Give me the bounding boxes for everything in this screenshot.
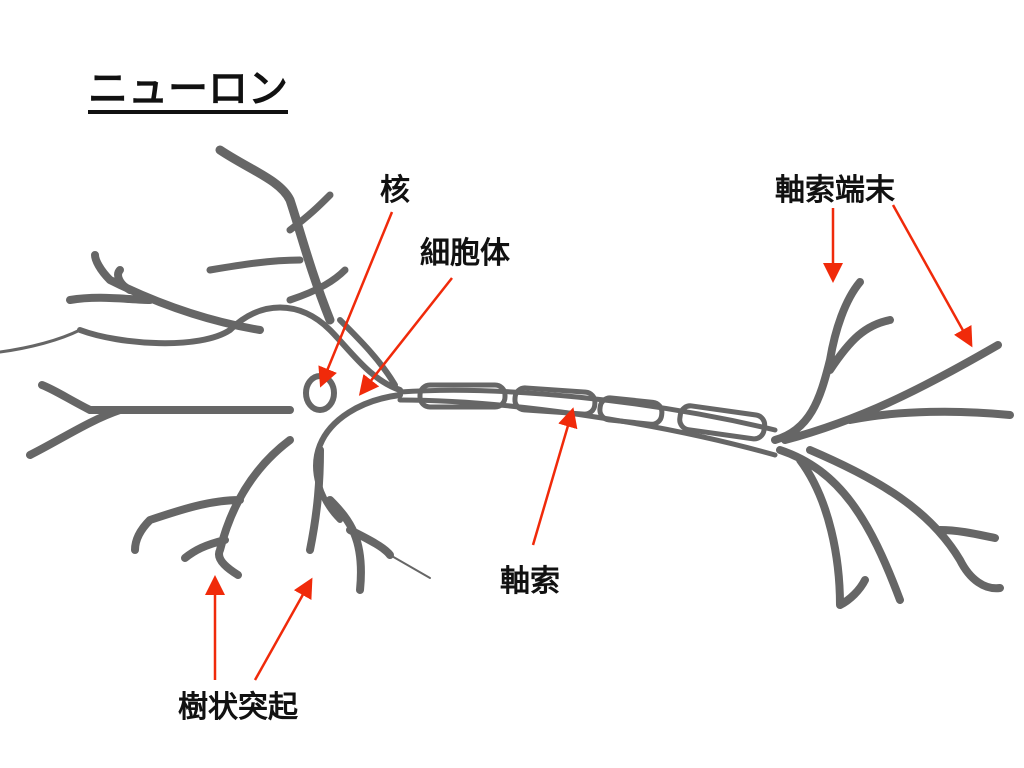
axon-terminal	[771, 278, 1014, 609]
myelin-sheath	[417, 382, 768, 442]
label-dendrite: 樹状突起	[178, 690, 298, 725]
arrow-cell-body	[358, 277, 453, 396]
axon	[397, 387, 778, 458]
dendrite	[26, 381, 294, 459]
arrow-axon-terminal-2	[891, 204, 973, 348]
label-cell-body: 細胞体	[420, 236, 510, 271]
dendrite	[0, 328, 82, 354]
dendrite	[66, 251, 264, 334]
arrow-nucleus	[318, 211, 394, 388]
nucleus	[303, 373, 337, 413]
arrows	[205, 204, 973, 681]
neuron-shape	[0, 145, 1014, 609]
label-axon: 軸索	[500, 564, 560, 599]
arrow-dendrite-2	[253, 577, 313, 681]
label-nucleus: 核	[380, 173, 410, 208]
dendrite	[389, 554, 431, 579]
dendrite	[215, 145, 335, 325]
dendrite	[131, 436, 294, 579]
label-axon-terminal: 軸索端末	[775, 173, 895, 208]
dendrite	[206, 191, 349, 304]
dendrite	[306, 446, 394, 594]
page-title: ニューロン	[88, 66, 288, 112]
arrow-axon	[531, 407, 578, 546]
